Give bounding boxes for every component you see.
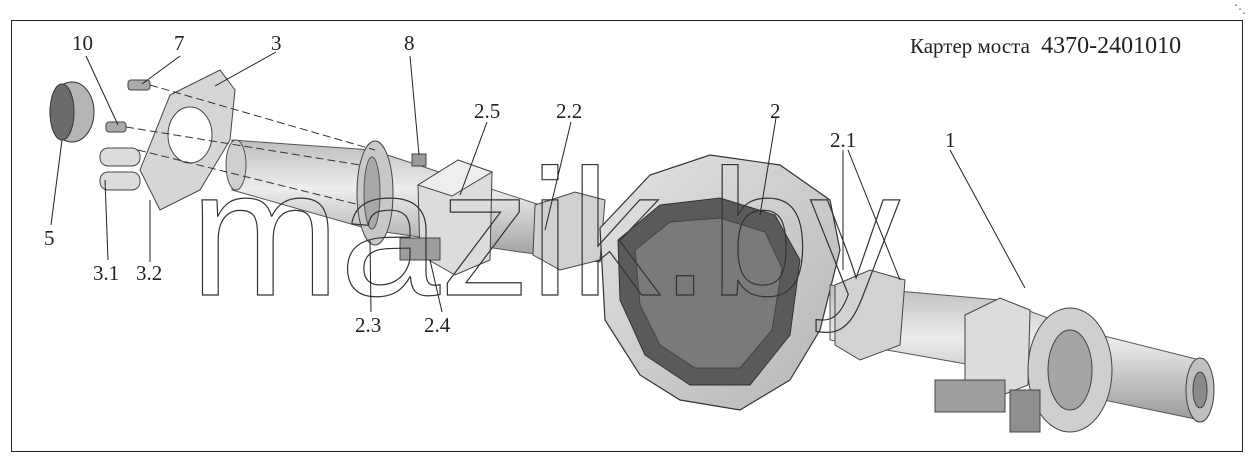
bolt-7 bbox=[127, 79, 151, 91]
drawing-frame bbox=[11, 20, 1243, 452]
callout-2: 2 bbox=[770, 99, 781, 123]
right-flange bbox=[1009, 307, 1113, 433]
callout-3: 3 bbox=[271, 31, 282, 55]
central-housing bbox=[599, 154, 841, 411]
callout-2-2: 2.2 bbox=[556, 99, 583, 123]
callout-3-1: 3.1 bbox=[93, 261, 120, 285]
callout-7: 7 bbox=[174, 31, 185, 55]
callout-3-2: 3.2 bbox=[136, 261, 163, 285]
callout-2-1: 2.1 bbox=[830, 128, 857, 152]
bolt-10 bbox=[105, 121, 127, 133]
spring-seat-right bbox=[934, 297, 1031, 413]
callout-8: 8 bbox=[404, 31, 415, 55]
assembly-lines bbox=[125, 84, 376, 206]
spring-seat-left bbox=[399, 159, 494, 276]
callout-2-4: 2.4 bbox=[424, 313, 451, 337]
left-flange bbox=[356, 140, 394, 246]
bracket-right bbox=[834, 269, 906, 361]
callout-5: 5 bbox=[44, 226, 55, 250]
title-code: 4370-2401010 bbox=[1041, 33, 1182, 59]
callout-2-3: 2.3 bbox=[355, 313, 382, 337]
drawing-title: Картер моста 4370-2401010 bbox=[910, 33, 1181, 60]
leader-lines bbox=[50, 51, 1026, 313]
callout-1: 1 bbox=[945, 128, 956, 152]
pins-3-1 bbox=[99, 147, 141, 191]
flange-plate-3 bbox=[139, 69, 236, 211]
ring-5 bbox=[49, 81, 95, 143]
callout-2-5: 2.5 bbox=[474, 99, 501, 123]
svg-text:mazik.by: mazik.by bbox=[190, 133, 900, 334]
callout-10: 10 bbox=[72, 31, 93, 55]
bracket-left bbox=[532, 191, 606, 271]
watermark: mazik.by bbox=[189, 132, 900, 334]
corner-mark-icon: ⋱ bbox=[1234, 2, 1246, 16]
title-name: Картер моста bbox=[910, 34, 1030, 58]
